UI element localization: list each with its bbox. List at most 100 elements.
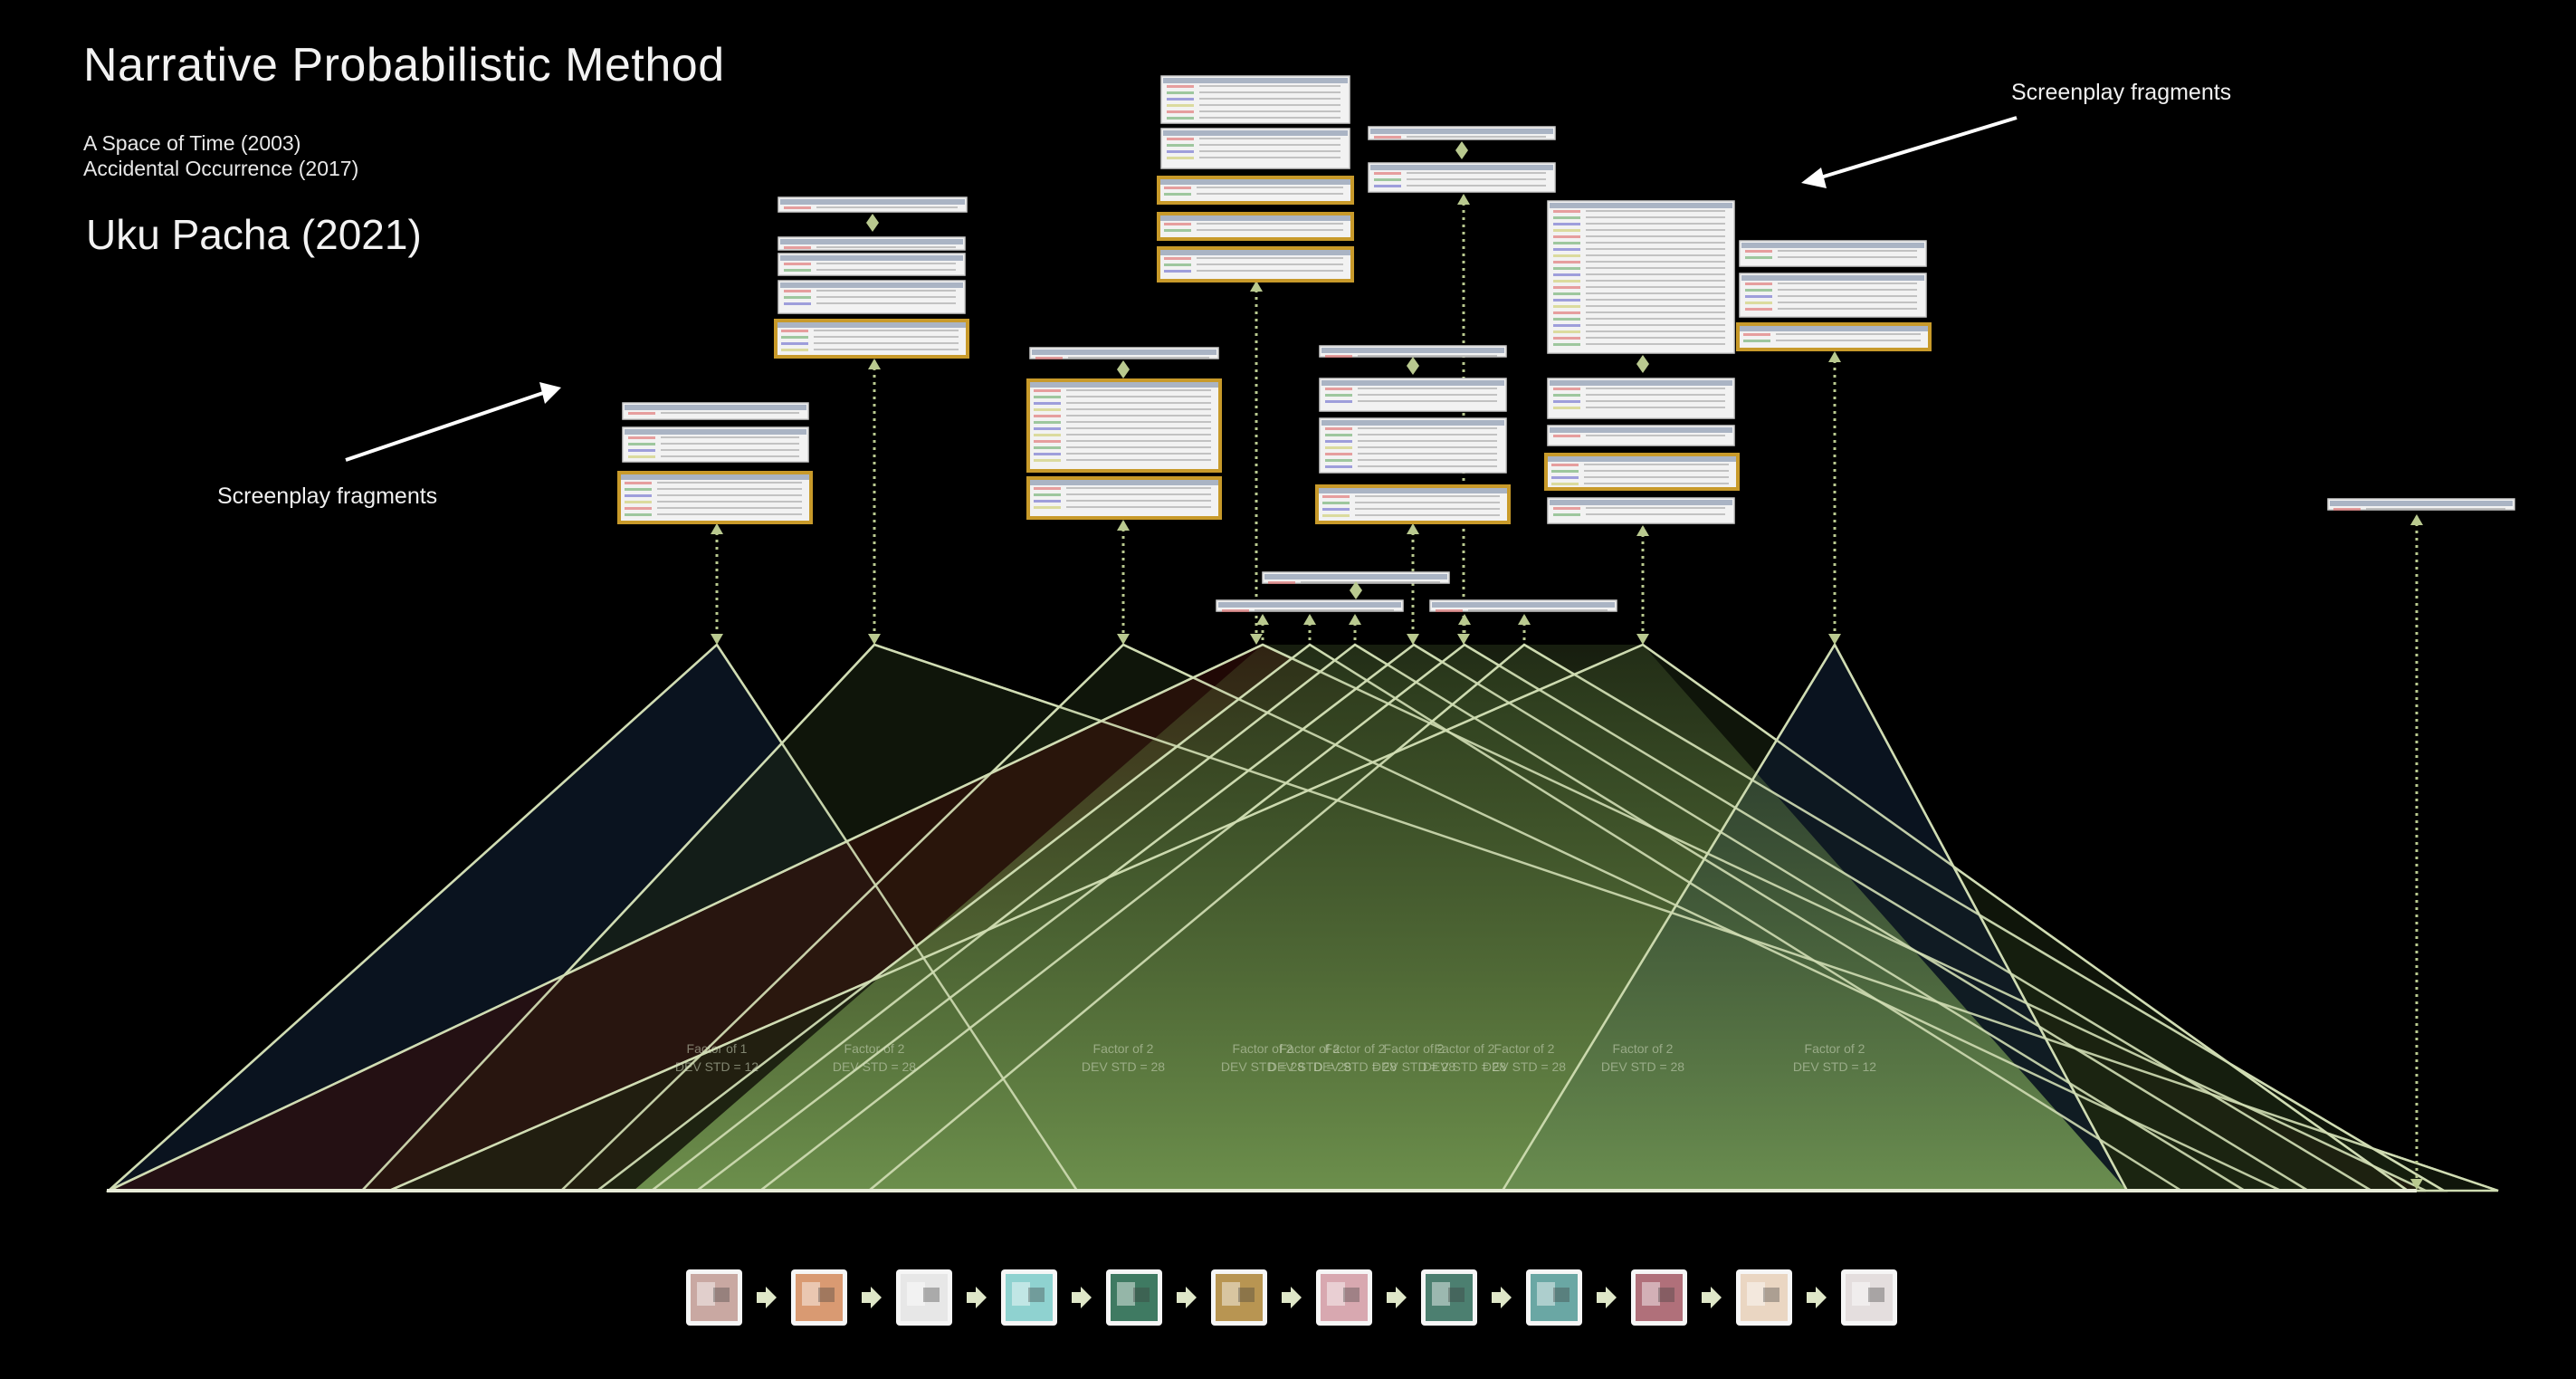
fragment-text-line: [1066, 500, 1211, 502]
fragment-text-line: [1586, 388, 1725, 389]
fragment-meta: [1551, 476, 1579, 479]
fragment-meta: [1322, 502, 1350, 504]
fragment-meta: [1034, 427, 1061, 430]
fragment-text-line: [1584, 483, 1729, 484]
screenplay-fragment: [1739, 240, 1927, 267]
fragment-meta: [1553, 400, 1580, 403]
screenplay-fragment: [1736, 322, 1932, 351]
callout-arrows: [345, 116, 2018, 462]
filmstrip-frame: [1211, 1269, 1267, 1326]
screenplay-fragment: [1547, 425, 1735, 446]
fragment-text-line: [661, 436, 799, 438]
fragment-text-line: [1776, 340, 1921, 341]
triangle-outline: [596, 643, 2182, 1192]
fragment-meta: [625, 507, 652, 510]
fragment-text-line: [1776, 333, 1921, 335]
fragment-text-line: [1586, 261, 1725, 263]
fragment-text-line: [1199, 150, 1340, 152]
fragment-meta: [1325, 459, 1352, 462]
fragment-text-line: [1358, 440, 1497, 442]
fragment-text-line: [1199, 85, 1340, 87]
fragment-text-line: [1199, 138, 1340, 139]
distribution-dev-label: DEV STD = 28: [1221, 1059, 1304, 1074]
fragment-header-strip: [1160, 250, 1350, 255]
fragment-header-strip: [1550, 380, 1732, 386]
connector-arrowhead: [868, 634, 881, 645]
screenplay-fragments: [617, 75, 2515, 612]
fragment-meta: [1325, 434, 1352, 436]
callout-arrow-line: [1814, 116, 2018, 181]
distribution-triangles: [105, 642, 2499, 1192]
fragment-text-line: [814, 336, 959, 338]
fragment-meta: [1034, 453, 1061, 455]
frame-figure: [818, 1288, 835, 1302]
fragment-meta: [1553, 318, 1580, 321]
fragment-meta: [1034, 396, 1061, 398]
frame-figure: [907, 1282, 925, 1306]
fragment-text-line: [816, 206, 958, 208]
fragment-meta: [1322, 495, 1350, 498]
filmstrip-frame: [1316, 1269, 1372, 1326]
fragment-text-line: [1584, 476, 1729, 478]
connector-arrowhead: [1256, 614, 1269, 625]
screenplay-fragment: [1157, 212, 1354, 241]
fragment-text-line: [1586, 507, 1725, 509]
fragment-meta: [1222, 609, 1249, 612]
fragment-text-line: [1358, 465, 1497, 467]
fragment-header-strip: [1160, 179, 1350, 185]
fragment-meta: [1034, 402, 1061, 405]
fragment-text-line: [1407, 185, 1546, 187]
connector-arrowhead: [1250, 634, 1263, 645]
arrow-right-icon: [1702, 1287, 1722, 1308]
fragment-meta: [1167, 104, 1194, 107]
fragment-text-line: [1358, 400, 1497, 402]
connector-arrowhead: [1636, 525, 1649, 536]
screenplay-fragment: [778, 236, 966, 251]
fragment-text-line: [816, 290, 956, 292]
frame-figure: [1553, 1288, 1569, 1302]
fragment-meta: [2333, 508, 2361, 511]
fragment-text-line: [1355, 495, 1500, 497]
fragment-text-line: [1407, 178, 1546, 180]
fragment-meta: [1164, 193, 1191, 196]
fragment-text-line: [1066, 440, 1211, 442]
screenplay-fragment: [1029, 347, 1219, 359]
screenplay-fragment: [1368, 162, 1556, 193]
fragment-text-line: [1255, 609, 1394, 611]
fragment-meta: [1553, 311, 1580, 314]
fragment-meta: [1553, 216, 1580, 219]
connector-arrowhead: [2410, 1179, 2423, 1190]
fragment-meta: [1035, 357, 1063, 359]
distribution-dev-label: DEV STD = 28: [833, 1059, 916, 1074]
fragment-text-line: [661, 412, 799, 414]
fragment-text-line: [657, 494, 802, 496]
fragment-meta: [1553, 286, 1580, 289]
filmstrip-frame: [1841, 1269, 1897, 1326]
fragment-header-strip: [625, 405, 806, 410]
fragment-text-line: [816, 263, 956, 264]
fragment-text-line: [1197, 270, 1343, 272]
fragment-meta: [1553, 235, 1580, 238]
fragment-header-strip: [1370, 165, 1553, 170]
fragment-meta: [1164, 263, 1191, 266]
fragment-text-line: [816, 296, 956, 298]
fragment-text-line: [1066, 459, 1211, 461]
connector-arrowhead: [711, 634, 723, 645]
frame-figure: [1012, 1282, 1030, 1306]
fragment-meta: [1034, 415, 1061, 417]
fragment-text-line: [1586, 210, 1725, 212]
frame-figure: [1448, 1288, 1465, 1302]
fragment-text-line: [1586, 318, 1725, 320]
frame-figure: [713, 1288, 730, 1302]
distribution-dev-label: DEV STD = 28: [1313, 1059, 1397, 1074]
screenplay-fragment: [778, 196, 968, 213]
frame-figure: [1133, 1288, 1150, 1302]
callout-label-left: Screenplay fragments: [217, 484, 438, 509]
arrow-right-icon: [1807, 1287, 1827, 1308]
distribution-factor-label: Factor of 1: [687, 1041, 748, 1056]
fragment-text-line: [1066, 453, 1211, 455]
frame-thumbnail: [1216, 1274, 1263, 1321]
fragment-text-line: [1778, 250, 1917, 252]
fragment-header-strip: [1550, 203, 1732, 208]
